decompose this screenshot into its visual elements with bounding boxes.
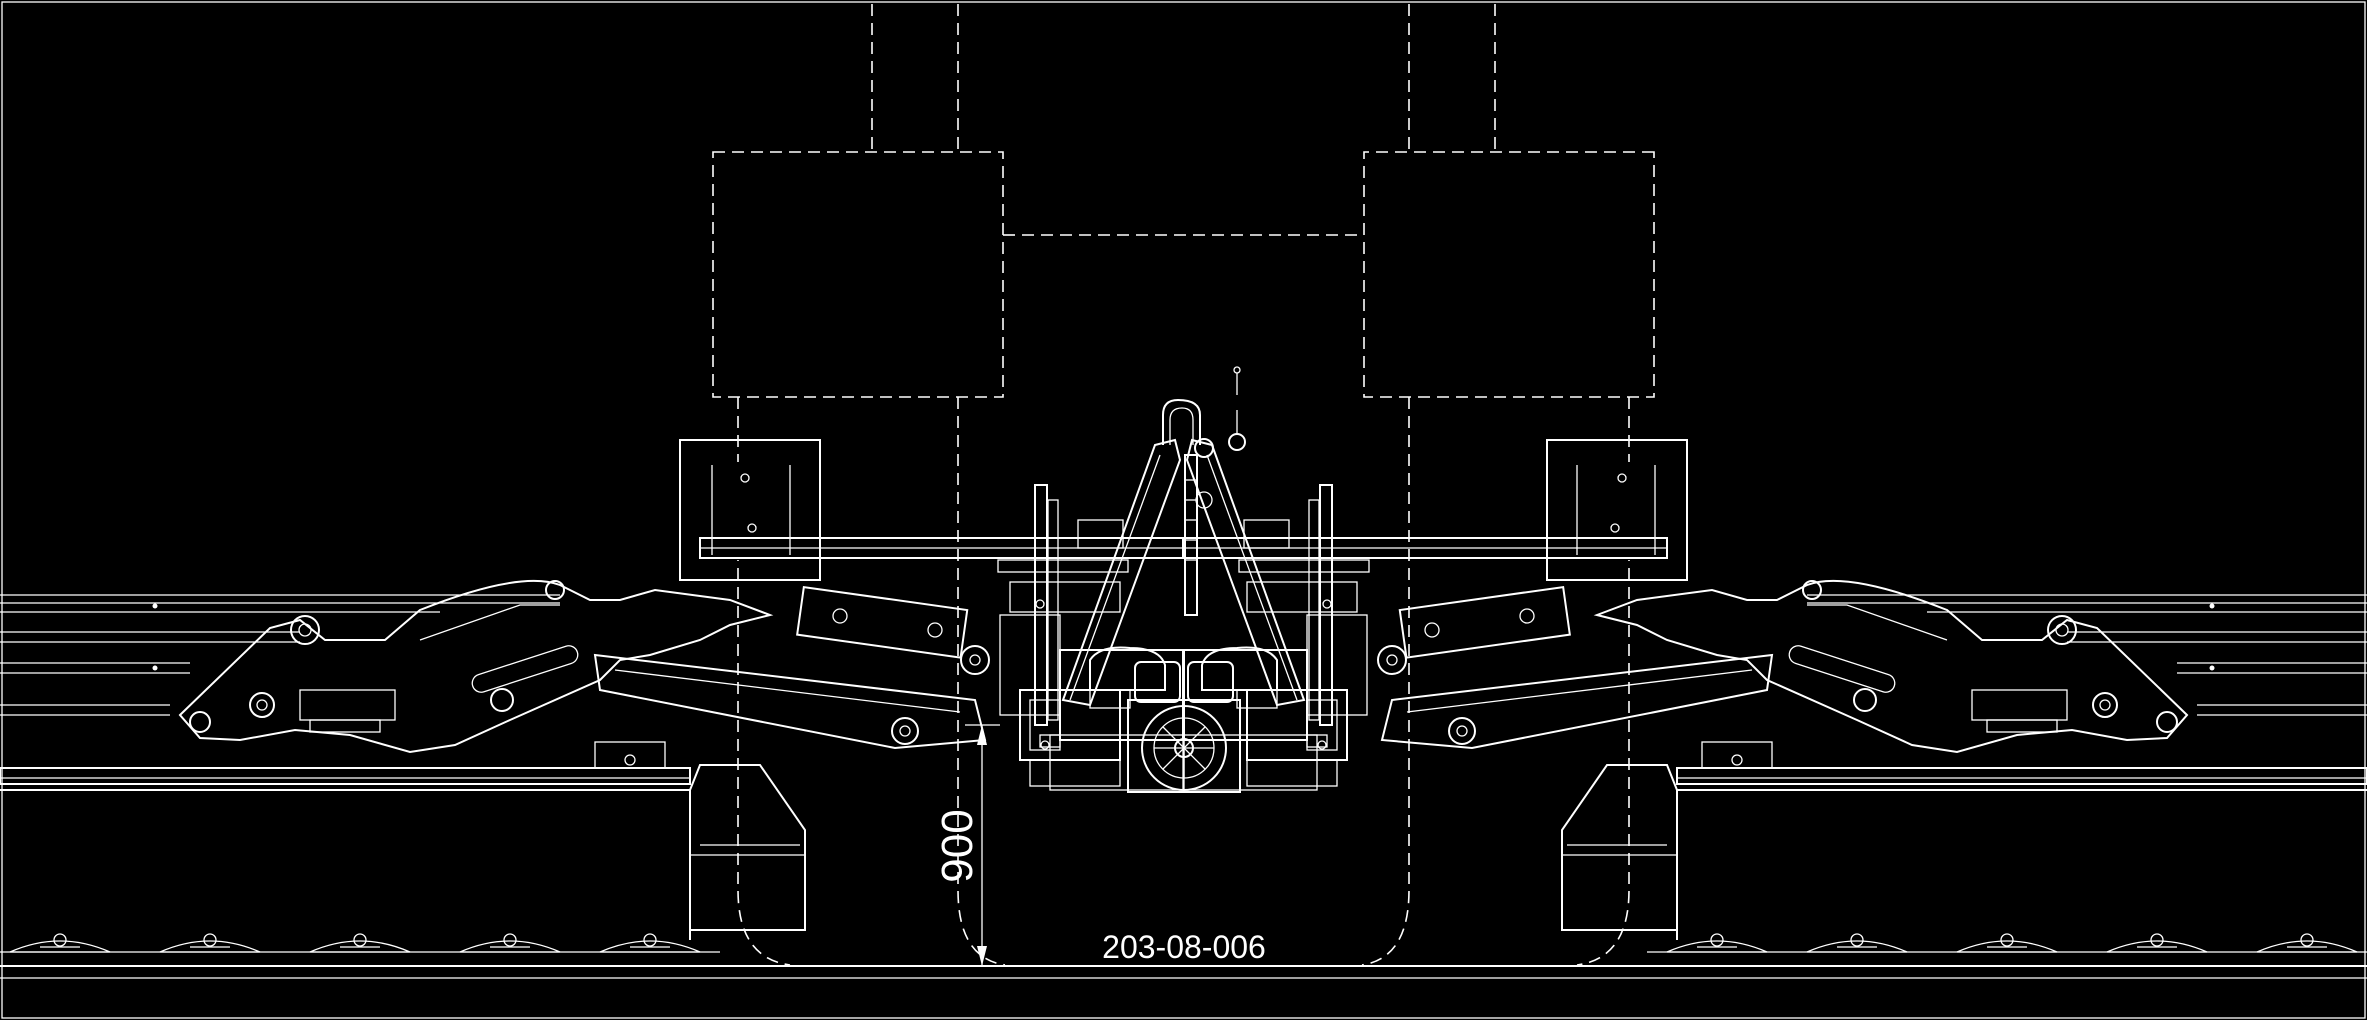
machine-right-half <box>1182 3 2367 966</box>
pto-hub <box>1127 661 1241 793</box>
drawing-number: 203-08-006 <box>1102 929 1266 965</box>
machine-left-half <box>0 3 1185 966</box>
dimension-900: 900 <box>933 724 1000 966</box>
linch-pin <box>1228 366 1246 451</box>
top-link-handle <box>1162 398 1214 616</box>
dimension-label: 900 <box>933 809 982 882</box>
